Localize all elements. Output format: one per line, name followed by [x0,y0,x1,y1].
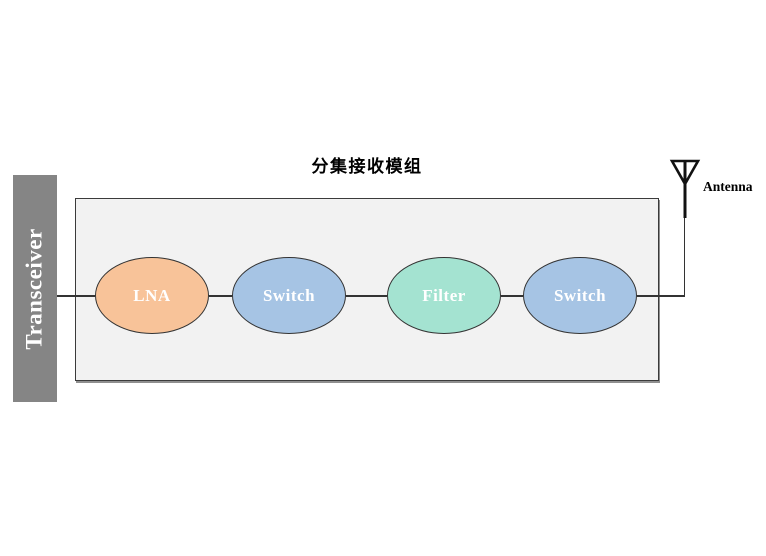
node-switch-2: Switch [523,257,637,334]
transceiver-block: Transceiver [13,175,57,402]
node-switch-2-label: Switch [553,285,607,305]
node-filter: Filter [387,257,501,334]
node-switch-1-label: Switch [262,285,316,305]
antenna-feed-line [683,216,686,296]
line-lna-to-switch1 [209,295,232,297]
node-lna: LNA [95,257,209,334]
line-filter-to-switch2 [501,295,523,297]
line-switch2-to-antenna [637,295,685,297]
node-lna-label: LNA [133,285,171,305]
module-title: 分集接收模组 [311,157,423,176]
line-transceiver-to-lna [57,295,95,297]
node-filter-label: Filter [422,285,466,305]
line-switch1-to-filter [346,295,387,297]
antenna-icon [669,159,701,218]
node-switch-1: Switch [232,257,346,334]
antenna-label: Antenna [703,179,753,194]
transceiver-label: Transceiver [22,227,47,350]
